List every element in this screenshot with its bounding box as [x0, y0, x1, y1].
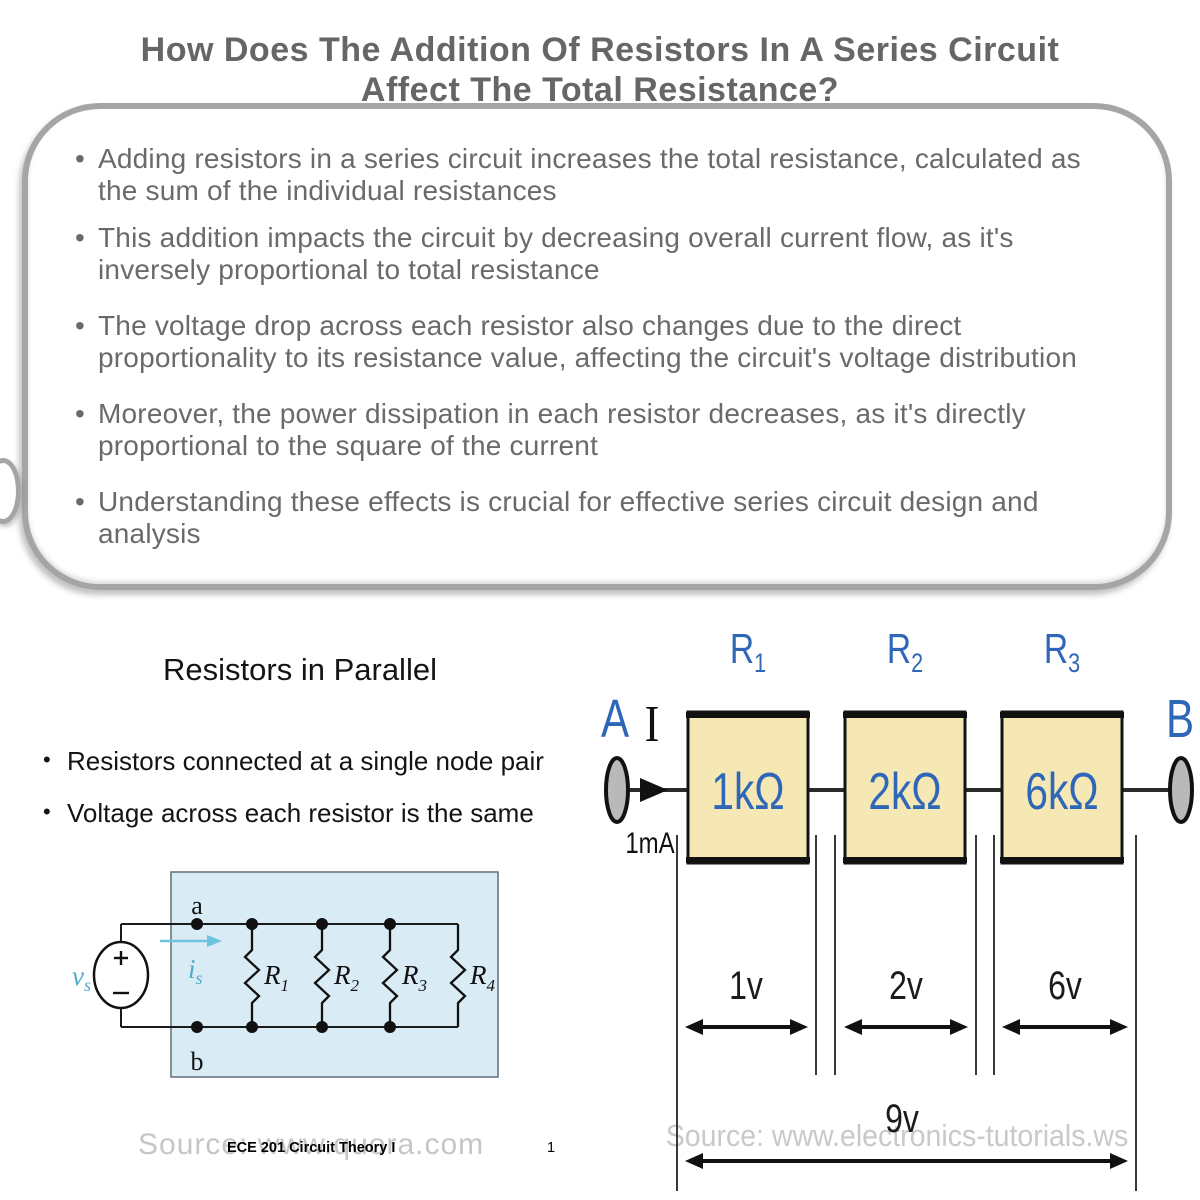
- current-direction-arrow: [160, 935, 222, 947]
- resistor-label-r3: R3: [401, 960, 427, 995]
- node-dots: [191, 918, 396, 1033]
- bullet-item: • The voltage drop across each resistor a…: [72, 310, 1126, 374]
- parallel-resistors-slide: Resistors in Parallel • Resistors connect…: [35, 640, 565, 1200]
- parallel-circuit-diagram: vs is a b: [72, 871, 499, 1078]
- total-voltage-label: 9v: [885, 1096, 919, 1141]
- node-b-label: B: [1166, 689, 1194, 749]
- voltage-label-r2: 2v: [889, 963, 923, 1008]
- bullet-text: The voltage drop across each resistor al…: [98, 310, 1077, 373]
- slide-title: Resistors in Parallel: [163, 652, 437, 687]
- bullet-item: • Understanding these effects is crucial …: [72, 486, 1126, 550]
- current-symbol: I: [645, 696, 660, 753]
- voltage-span-arrows: [685, 1019, 1128, 1169]
- resistor-boxes: [686, 710, 1124, 865]
- series-resistor-name-r1: R1: [730, 627, 766, 679]
- bullet-item: • Adding resistors in a series circuit in…: [72, 143, 1126, 207]
- terminal-a: [604, 756, 630, 824]
- quora-watermark: Source: www.quora.com: [138, 1128, 485, 1161]
- current-value-label: 1mA: [625, 825, 675, 859]
- bullet-marker: •: [75, 143, 86, 174]
- resistor-label-r2: R2: [333, 960, 360, 995]
- slide-bullet-item: • Voltage across each resistor is the sam…: [43, 798, 544, 829]
- terminal-b: [1168, 756, 1194, 824]
- voltage-label-r1: 1v: [729, 963, 763, 1008]
- bullet-marker: •: [75, 222, 86, 253]
- resistor-label-r4: R4: [469, 960, 496, 995]
- source-voltage-label: vs: [72, 961, 91, 995]
- slide-page-number: 1: [547, 1140, 556, 1156]
- bubble-tail-decoration: [0, 458, 21, 524]
- node-b-label: b: [191, 1047, 204, 1076]
- bullet-text: Understanding these effects is crucial f…: [98, 486, 1039, 549]
- bullet-marker: •: [75, 310, 86, 341]
- bullet-text: Moreover, the power dissipation in each …: [98, 398, 1026, 461]
- resistance-value-r1: 1kΩ: [711, 762, 784, 820]
- resistor-symbols: [243, 924, 467, 1027]
- series-circuit-diagram: Source: www.electronics-tutorials.ws: [601, 627, 1194, 1191]
- plus-sign: [114, 951, 128, 965]
- voltage-label-r3: 6v: [1048, 963, 1082, 1008]
- electronics-tutorials-watermark: Source: www.electronics-tutorials.ws: [666, 1119, 1129, 1153]
- answer-bubble: • Adding resistors in a series circuit in…: [22, 103, 1172, 590]
- series-resistor-name-r2: R2: [887, 627, 923, 679]
- bullet-text: Adding resistors in a series circuit inc…: [98, 143, 1081, 206]
- current-arrowhead: [640, 778, 668, 802]
- bullet-marker: •: [43, 799, 51, 824]
- series-resistor-name-r3: R3: [1044, 627, 1080, 679]
- circuit-region-box: [170, 871, 499, 1078]
- bullet-item: • This addition impacts the circuit by de…: [72, 222, 1126, 286]
- node-a-label: a: [191, 891, 203, 920]
- bullet-marker: •: [75, 398, 86, 429]
- slide-bullet-item: • Resistors connected at a single node pa…: [43, 746, 544, 777]
- answer-bullet-list: • Adding resistors in a series circuit in…: [28, 109, 1166, 550]
- page-title-line1: How Does The Addition Of Resistors In A …: [140, 31, 1060, 69]
- bullet-marker: •: [43, 747, 51, 772]
- voltage-guide-lines: [676, 835, 1137, 1191]
- slide-bullet-text: Voltage across each resistor is the same: [67, 798, 534, 828]
- wires: [120, 923, 458, 1028]
- resistance-value-r3: 6kΩ: [1025, 762, 1098, 820]
- voltage-source: [92, 940, 150, 1010]
- slide-bullet-list: • Resistors connected at a single node pa…: [43, 746, 544, 850]
- course-label: ECE 201 Circuit Theory I: [227, 1140, 396, 1156]
- node-a-label: A: [601, 689, 630, 749]
- resistance-value-r2: 2kΩ: [868, 762, 941, 820]
- resistor-label-r1: R1: [263, 960, 289, 995]
- page-title-line2: Affect The Total Resistance?: [360, 71, 840, 109]
- bullet-marker: •: [75, 486, 86, 517]
- bullet-item: • Moreover, the power dissipation in each…: [72, 398, 1126, 462]
- source-current-label: is: [188, 954, 203, 988]
- bullet-text: This addition impacts the circuit by dec…: [98, 222, 1014, 285]
- slide-bullet-text: Resistors connected at a single node pai…: [67, 746, 544, 776]
- page-title: How Does The Addition Of Resistors In A …: [0, 30, 1200, 110]
